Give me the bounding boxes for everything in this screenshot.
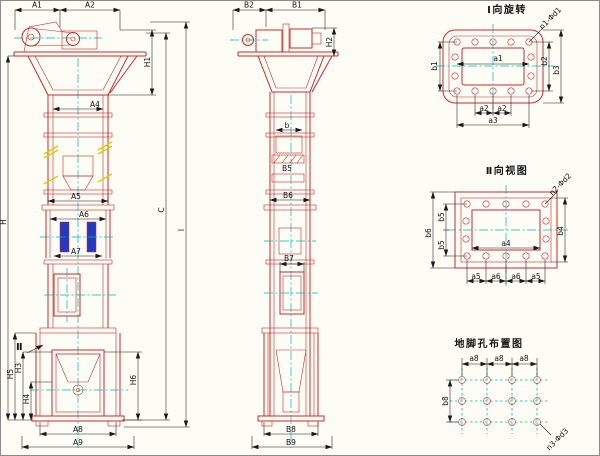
front-view-dimensions: A1 A2 A4 A5 A6 A7 A8 A9 H H1 H3 H4 H5 H6… [0,1,190,450]
dim-label-a1-top: A1 [32,1,42,10]
dim-label-a2-left: a2 [479,104,489,113]
dim-label-b5-upper: b5 [437,212,446,222]
dim-label-a3: a3 [488,116,498,125]
dim-label-b5-side: B5 [282,164,292,173]
anchor-layout-title: 地脚孔布置图 [455,337,524,350]
anchor-hole-layout: 地脚孔布置图 a8 a8 a8 b8 n3-Φd3 [441,337,570,452]
side-view [230,23,339,448]
dim-label-a9: A9 [73,438,83,447]
dim-label-b7: B7 [284,254,294,263]
dim-label-a4-flange: a4 [501,239,511,248]
dim-label-a6: A6 [79,210,89,219]
shaft-end-icon [242,34,254,46]
dim-label-a4: A4 [90,100,100,109]
dim-label-b3: b3 [552,65,561,75]
dim-label-b-small: b [285,121,290,130]
view-i-flange: Ⅰ向旋转 n1-Φd1 b1 a1 b2 b3 a2 a2 a3 [430,3,564,128]
head-housing-side [257,55,325,93]
dim-label-b8-side: B8 [286,425,296,434]
dim-label-a8: A8 [73,425,83,434]
head-pulley-icon [21,27,41,47]
view-ii-marker: Ⅱ [16,342,24,353]
dim-label-a5-left: a5 [471,272,481,281]
dim-label-a8-2: a8 [494,354,504,363]
dim-label-a2-right: a2 [497,104,507,113]
bucket-side-profile [275,135,303,154]
dim-label-a1: a1 [493,54,503,63]
dim-label-b1-top: B1 [292,1,302,10]
view-ii-arrow [26,344,44,354]
dim-label-b6-side: B6 [283,191,293,200]
dim-label-b6: b6 [424,228,433,238]
gearbox [61,30,98,50]
dim-label-a7: A7 [71,247,81,256]
view-i-title: Ⅰ向旋转 [487,3,527,16]
dim-label-n3: n3-Φd3 [544,426,570,452]
bearing-block [255,29,283,53]
dim-label-h: H [0,219,8,225]
view-ii-title: Ⅱ向视图 [486,164,529,177]
dim-label-h1: H1 [143,57,152,68]
dim-label-i: I [177,229,186,231]
view-ii-flange: Ⅱ向视图 n2-Φd2 b6 b5 b5 b4 a4 a5 a6 a6 a5 [424,164,573,286]
dim-label-a5-right: a5 [531,272,541,281]
dim-label-h6: H6 [129,375,138,386]
dim-label-n2: n2-Φd2 [547,171,573,197]
dim-label-b8: b8 [441,396,450,406]
dim-label-n1: n1-Φd1 [537,5,563,31]
motor [289,28,313,49]
dim-label-a8-3: a8 [519,354,529,363]
dim-label-a6-right: a6 [511,272,521,281]
dim-label-a8-1: a8 [469,354,479,363]
dim-label-a6-left: a6 [491,272,501,281]
front-view [13,21,147,448]
dim-label-b5-lower: b5 [437,240,446,250]
dim-label-a2-top: A2 [85,1,95,10]
dim-label-b1: b1 [430,61,439,71]
side-view-dimensions: B2 B1 H2 b B5 B6 B7 B8 B9 [232,1,337,450]
dim-label-a5: A5 [71,192,81,201]
dim-label-b2: b2 [540,56,549,66]
dim-label-h3: H3 [14,363,23,374]
dim-label-b2-top: B2 [244,1,254,10]
dim-label-h2: H2 [325,37,334,48]
drive-pulley-icon [66,32,80,46]
dim-label-h4: H4 [22,394,31,405]
dim-label-b9: B9 [286,438,296,447]
dim-label-c: C [157,207,166,212]
dim-label-b4: b4 [556,226,565,236]
dim-label-h5: H5 [6,369,15,380]
